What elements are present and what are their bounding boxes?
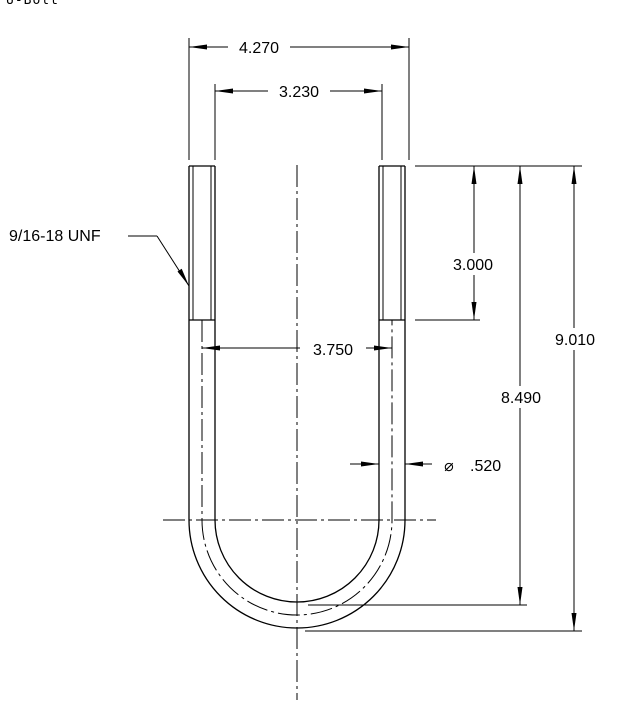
center-width-dimension: 3.750 (202, 338, 392, 360)
diameter-dimension: ⌀ .520 (350, 458, 501, 475)
inner-height-dimension: 8.490 (491, 166, 551, 605)
outer-width-label: 4.270 (239, 40, 279, 57)
overall-height-label: 9.010 (555, 332, 595, 349)
outer-width-dimension: 4.270 (188, 36, 410, 160)
inner-width-dimension: 3.230 (214, 80, 383, 160)
thread-spec-label: 9/16-18 UNF (9, 228, 101, 245)
diameter-label: .520 (470, 458, 501, 475)
drawing-title: U-Bolt (6, 0, 59, 8)
inner-height-label: 8.490 (501, 390, 541, 407)
center-width-label: 3.750 (313, 342, 353, 359)
diameter-symbol: ⌀ (444, 458, 454, 475)
thread-callout: 9/16-18 UNF (9, 228, 190, 287)
overall-height-dimension: 9.010 (545, 166, 607, 631)
thread-length-label: 3.000 (453, 257, 493, 274)
inner-width-label: 3.230 (279, 84, 319, 101)
u-bolt-body (188, 165, 406, 629)
thread-length-dimension: 3.000 (443, 166, 503, 320)
